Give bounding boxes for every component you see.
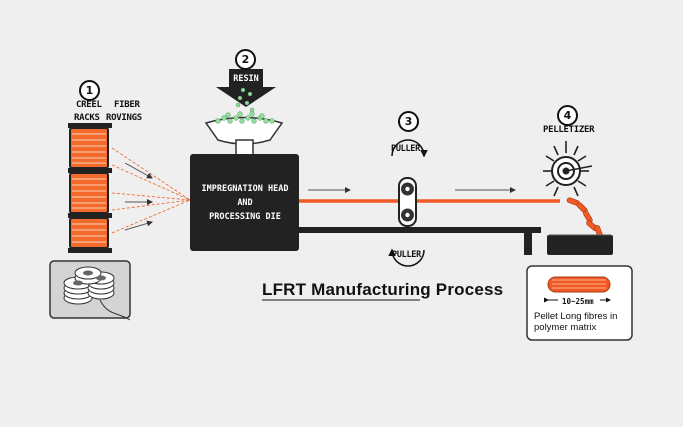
puller-bottom-label: PULLER: [392, 250, 421, 260]
resin-hopper: [204, 111, 284, 156]
creel-rack: [68, 123, 112, 253]
die-label-line3: PROCESSING DIE: [209, 212, 281, 222]
resin-granules: [235, 87, 255, 113]
step-1-number: 1: [79, 80, 100, 101]
resin-arrow: [216, 69, 276, 107]
fiber-coils-box: [49, 260, 131, 321]
racks-label: RACKS: [74, 113, 100, 123]
pelletizer-label: PELLETIZER: [543, 125, 595, 135]
pellet-description: Pellet Long fibres in polymer matrix: [534, 311, 618, 333]
pellet-info-box: [526, 265, 633, 341]
collection-bin: [547, 234, 613, 255]
impregnation-die: [190, 154, 299, 251]
step-2-number: 2: [235, 49, 256, 70]
die-label-line1: IMPREGNATION HEAD: [201, 184, 289, 194]
step-4-number: 4: [557, 105, 578, 126]
die-label-line2: AND: [237, 198, 253, 208]
step-3-number: 3: [398, 111, 419, 132]
diagram-title: LFRT Manufacturing Process: [262, 280, 504, 299]
fiber-rovings-lines: [111, 147, 191, 234]
puller-top-label: PULLER: [391, 144, 420, 154]
conveyor-table: [299, 227, 541, 255]
rovings-label: ROVINGS: [106, 113, 142, 123]
resin-label: RESIN: [233, 74, 259, 84]
puller-rollers: [398, 177, 417, 227]
creel-label: CREEL: [76, 100, 102, 110]
fiber-label: FIBER: [114, 100, 140, 110]
fiber-direction-arrows: [124, 162, 153, 231]
pelletizer: [543, 141, 593, 197]
puller-rotation-arrows: [388, 139, 428, 267]
falling-pellets: [566, 197, 603, 239]
pellet-size-label: 10~25mm: [562, 297, 594, 306]
